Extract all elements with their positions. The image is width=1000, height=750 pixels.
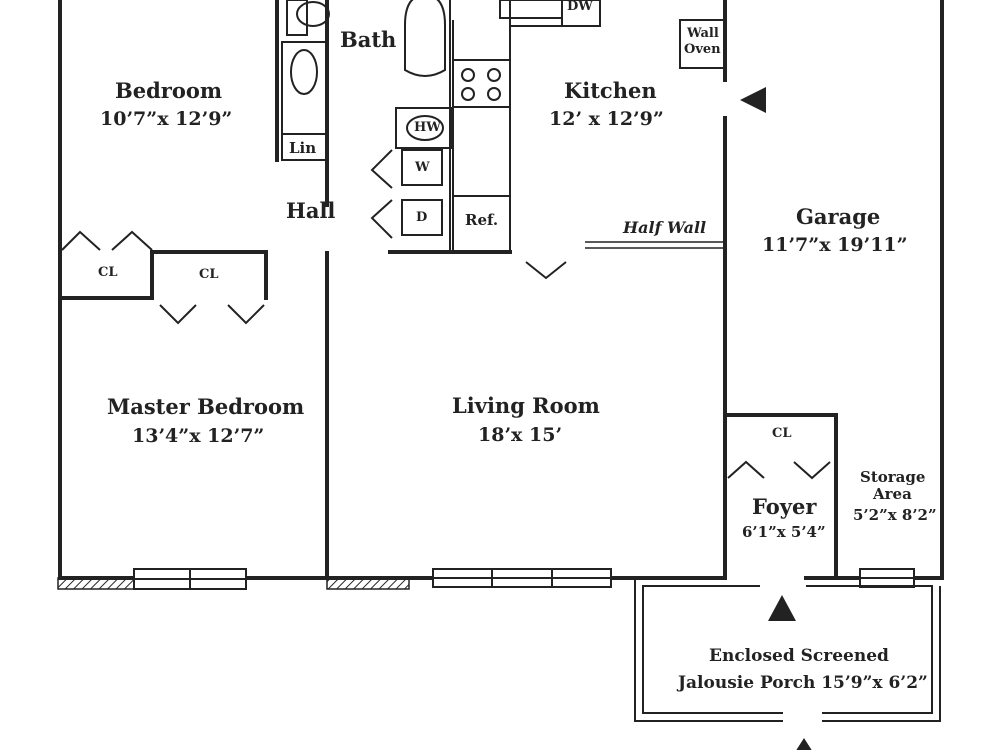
entry-arrows — [740, 87, 812, 750]
stove-icon — [452, 59, 511, 108]
kitchen-fixtures — [370, 0, 726, 252]
closet-b-label: CL — [199, 267, 219, 282]
linen-closet-label: Lin — [289, 139, 317, 157]
dishwasher-label: DW — [567, 0, 593, 14]
front-entry-arrow-icon — [796, 738, 812, 750]
garage-label: Garage — [796, 204, 881, 229]
water-heater-box — [395, 107, 452, 149]
bath-label: Bath — [340, 27, 397, 52]
bedroom-label: Bedroom — [115, 78, 223, 103]
windows — [133, 568, 915, 590]
garage-entry-arrow-icon — [740, 87, 766, 113]
kitchen-label: Kitchen — [564, 78, 657, 103]
bath-fixtures — [281, 0, 446, 161]
kitchen-dimensions: 12’ x 12’9” — [549, 108, 664, 130]
washer-icon — [401, 149, 443, 186]
dryer-icon — [401, 199, 443, 236]
refrigerator-label: Ref. — [465, 211, 499, 229]
washer-label: W — [415, 160, 430, 175]
porch-label-line2: Jalousie Porch 15’9”x 6’2” — [678, 673, 928, 693]
storage-label-line2: Area — [873, 485, 912, 503]
hatched-walls — [57, 577, 410, 590]
hall-label: Hall — [286, 198, 336, 223]
storage-dimensions: 5’2”x 8’2” — [853, 506, 937, 524]
porch-walls — [634, 578, 941, 722]
bedroom-dimensions: 10’7”x 12’9” — [100, 108, 233, 130]
living-room-label: Living Room — [452, 393, 600, 418]
wall-oven-icon — [679, 19, 726, 69]
porch-entry-arrow-icon — [768, 595, 796, 621]
bathtub-icon — [404, 0, 446, 77]
toilet-icon — [296, 1, 330, 27]
foyer-label: Foyer — [752, 494, 817, 519]
door-swings — [61, 230, 831, 480]
porch-label-line1: Enclosed Screened — [709, 646, 889, 666]
half-wall-label: Half Wall — [623, 218, 707, 237]
closet-foyer-label: CL — [772, 426, 792, 441]
sink-icon — [290, 49, 318, 95]
living-room-dimensions: 18’x 15’ — [478, 424, 563, 446]
wall-oven-label-line1: Wall — [687, 26, 719, 41]
master-bedroom-dimensions: 13’4”x 12’7” — [132, 425, 265, 447]
half-wall — [585, 241, 725, 249]
wall-oven-label-line2: Oven — [684, 42, 721, 57]
foyer-dimensions: 6’1”x 5’4” — [742, 523, 826, 541]
dryer-label: D — [416, 210, 428, 225]
closet-a-label: CL — [98, 265, 118, 280]
garage-dimensions: 11’7”x 19’11” — [762, 234, 908, 256]
master-bedroom-label: Master Bedroom — [107, 394, 305, 419]
water-heater-icon — [406, 115, 444, 141]
water-heater-label: HW — [414, 120, 441, 135]
storage-label-line1: Storage — [860, 468, 926, 486]
